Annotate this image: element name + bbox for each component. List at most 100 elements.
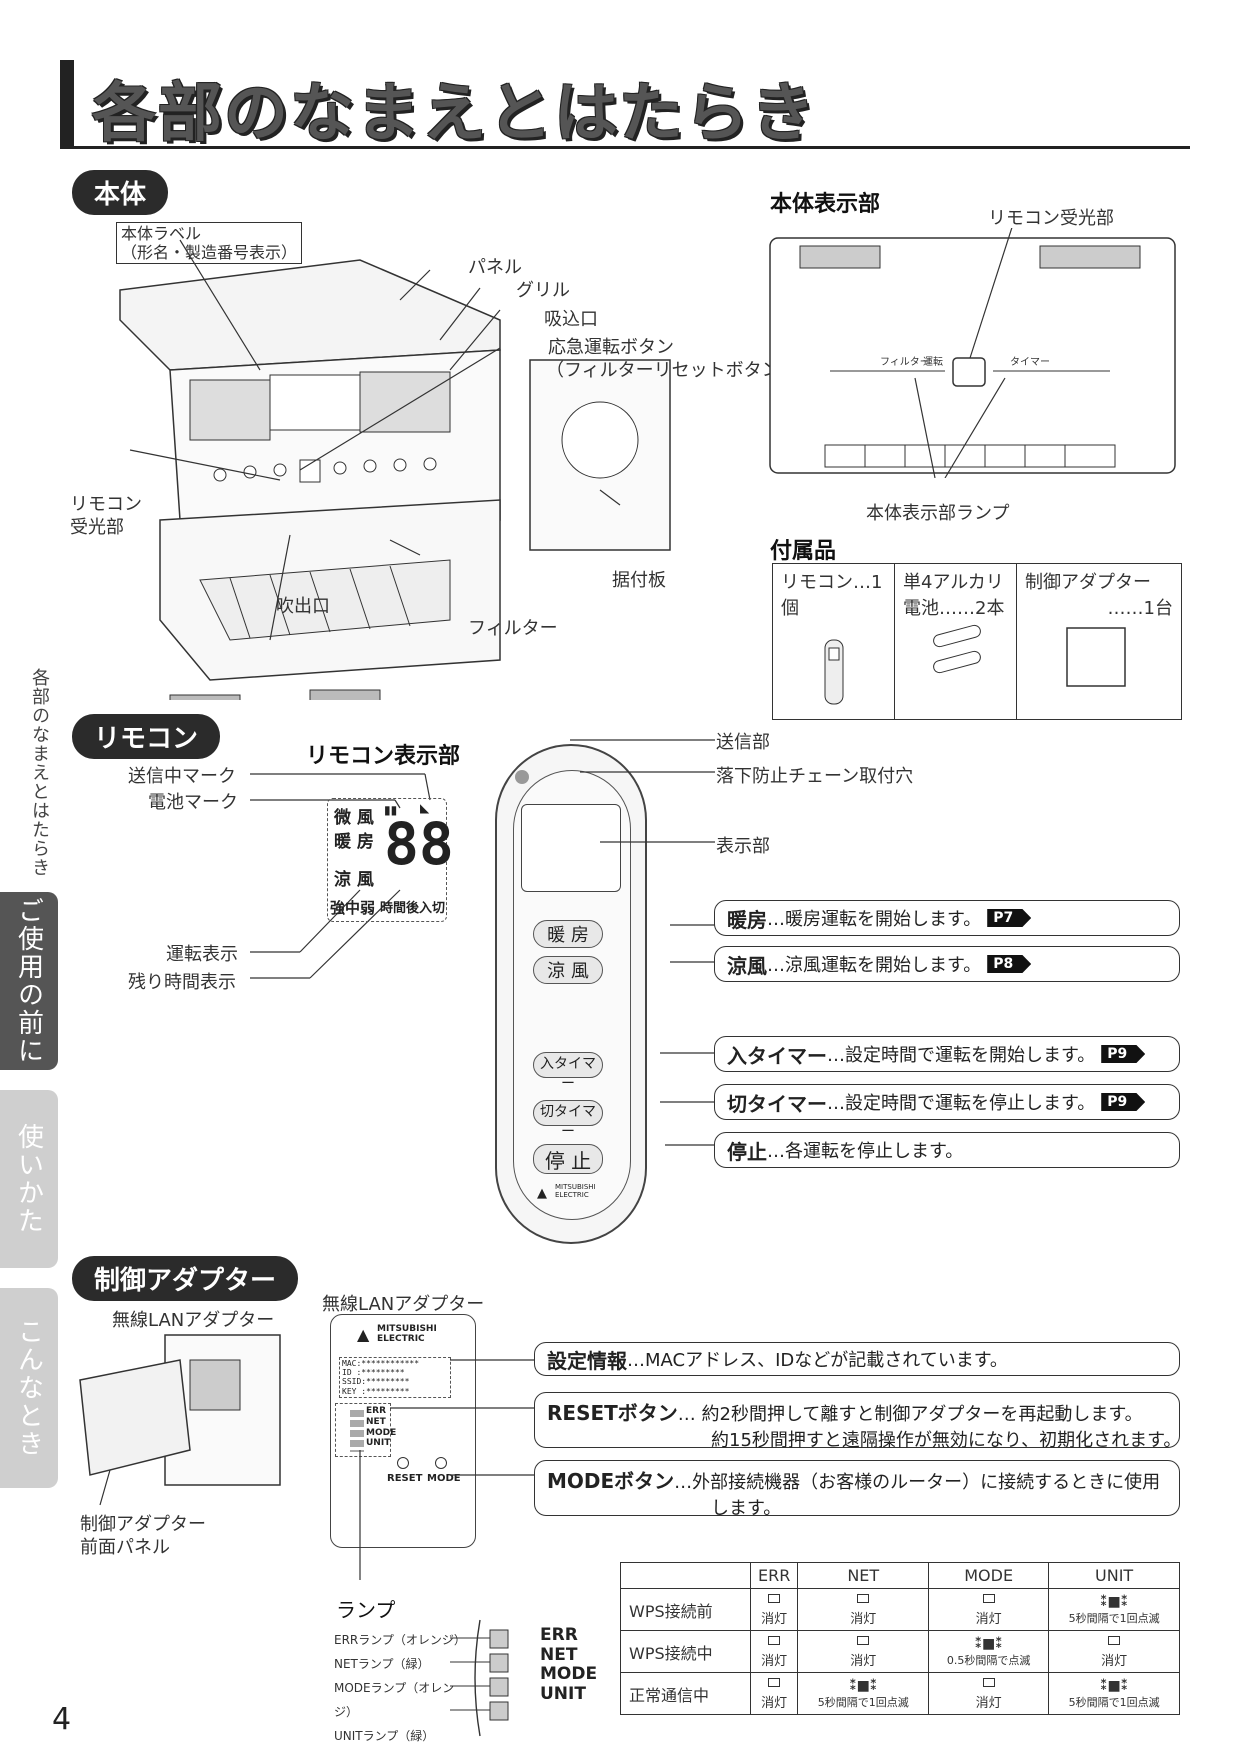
remote-body: 暖 房 涼 風 入タイマー 切タイマー 停 止 ▲ MITSUBISHI ELE… [495,744,647,1244]
tab-troubleshooting[interactable]: こんなとき [0,1288,58,1488]
adapter-leaders [359,1359,535,1580]
lamp-cell: 消灯 [928,1672,1050,1715]
label-mount-plate: 据付板 [612,570,666,591]
lamp-legend-labels: ERRランプ（オレンジ） NETランプ（緑） MODEランプ（オレンジ） UNI… [334,1633,466,1743]
remote-lcd: 微 風 暖 房 涼 風 ▮▮ ◣ 88 強中弱 時間後入切 [327,798,454,922]
lamp-cell: 消灯 [928,1588,1050,1631]
accessory-remote: リモコン…1個 [772,563,895,720]
label-wlan-adapter-left: 無線LANアダプター [112,1310,275,1331]
mode-label: MODE [427,1473,461,1484]
page-ref-on-timer[interactable]: P9 [1101,1045,1146,1063]
label-run-display: 運転表示 [166,944,238,965]
table-row: 正常通信中消灯⁑■⁑5秒間隔で1回点滅消灯⁑■⁑5秒間隔で1回点滅 [620,1672,1180,1715]
label-receiver-2: 受光部 [70,517,124,538]
section-main-unit: 本体 [72,170,169,215]
reset-button[interactable] [397,1457,409,1469]
table-header: MODE [928,1562,1050,1589]
tab-before-use[interactable]: ご使用の前に [0,892,58,1070]
callout-on-timer: 入タイマー…設定時間で運転を開始します。P9 [714,1036,1180,1072]
lcd-digits: 88 [384,810,454,878]
label-front-panel-2: 前面パネル [80,1537,170,1558]
lamp-blink-icon: ⁑■⁑ [1100,1593,1129,1610]
lamp-heading: ランプ [336,1598,396,1622]
remote-lcd-leaders [250,773,431,979]
table-row: WPS接続中消灯消灯⁑■⁑0.5秒間隔で点滅消灯 [620,1630,1180,1673]
remote-display-heading: リモコン表示部 [306,744,461,769]
lamp-off-icon [751,1592,797,1608]
label-emergency-button: 応急運転ボタン [548,337,674,358]
lamp-blink-icon: ⁑■⁑ [1100,1677,1129,1694]
sending-mark-icon: ◣ [420,801,430,815]
lamp-label-filter: フィルター [880,356,930,368]
label-receiver-1: リモコン [70,494,142,515]
mitsubishi-logo-icon: ▲ [357,1325,370,1344]
chain-hole [515,770,529,784]
label-panel: パネル [468,257,522,278]
tab-how-to-use[interactable]: 使いかた [0,1090,58,1268]
lamp-cell: ⁑■⁑0.5秒間隔で点滅 [928,1630,1050,1673]
label-remaining-time: 残り時間表示 [128,972,236,993]
lamp-blink-icon: ⁑■⁑ [974,1635,1003,1652]
lamp-label-timer: タイマー [1010,356,1050,368]
lamp-blink-icon: ⁑■⁑ [849,1677,878,1694]
lamp-label-run: 運転 [923,356,943,368]
mode-button[interactable] [435,1457,447,1469]
page-number: 4 [52,1702,72,1737]
table-header: ERR [749,1562,799,1589]
lamp-state-text: 消灯 [850,1612,877,1627]
label-remote-receiver: リモコン受光部 [988,208,1114,229]
off-timer-button[interactable]: 切タイマー [533,1100,603,1140]
reset-label: RESET [387,1473,423,1484]
callout-cool: 涼風…涼風運転を開始します。P8 [714,946,1180,982]
lamp-cell: 消灯 [1048,1630,1180,1673]
label-chain-hole: 落下防止チェーン取付穴 [716,766,914,787]
main-unit-illustration [119,239,671,700]
battery-icon [933,624,981,674]
page-ref-heat[interactable]: P7 [987,909,1032,927]
adapter-lamps [350,1410,364,1452]
wlan-adapter: ▲ MITSUBISHI ELECTRIC MAC:************ I… [330,1314,476,1548]
body-label-box: 本体ラベル （形名・製造番号表示） [116,222,303,265]
page-title: 各部のなまえとはたらき [92,77,817,151]
lamp-state-text: 消灯 [1101,1654,1128,1669]
lamp-cell: ⁑■⁑5秒間隔で1回点滅 [797,1672,930,1715]
section-remote: リモコン [72,714,221,759]
stop-button[interactable]: 停 止 [533,1144,603,1174]
lamp-state-text: 消灯 [761,1654,788,1669]
page-ref-cool[interactable]: P8 [987,955,1032,973]
adapter-brand: MITSUBISHI ELECTRIC [377,1324,437,1344]
table-header: UNIT [1048,1562,1180,1589]
adapter-icon [1066,627,1126,687]
lamp-state-text: 消灯 [761,1696,788,1711]
lamp-state-text: 消灯 [761,1612,788,1627]
label-sending-mark: 送信中マーク [128,766,236,787]
lamp-cell: 消灯 [749,1588,799,1631]
callout-mode: MODEボタン…外部接続機器（お客様のルーター）に接続するときに使用 します。 [534,1460,1180,1519]
cool-button[interactable]: 涼 風 [533,956,603,984]
lamp-cell: 消灯 [749,1672,799,1715]
remote-icon [824,639,844,705]
lamp-state-text: 5秒間隔で1回点滅 [1068,1695,1160,1709]
heat-button[interactable]: 暖 房 [533,920,603,948]
lamp-off-icon [798,1634,928,1650]
remote-display-window [521,804,621,892]
table-row: WPS接続前消灯消灯消灯⁑■⁑5秒間隔で1回点滅 [620,1588,1180,1631]
lamp-off-icon [929,1592,1048,1608]
row-state: WPS接続前 [620,1588,751,1631]
lamp-cell: ⁑■⁑5秒間隔で1回点滅 [1048,1588,1180,1631]
lamp-state-text: 5秒間隔で1回点滅 [817,1695,909,1709]
on-timer-button[interactable]: 入タイマー [533,1052,603,1092]
lamp-legend-tags: ERR NET MODE UNIT [540,1625,598,1704]
mitsubishi-logo-icon: ▲ [537,1186,547,1201]
section-adapter: 制御アダプター [72,1256,299,1301]
page-ref-off-timer[interactable]: P9 [1101,1093,1146,1111]
lamp-off-icon [751,1676,797,1692]
adapter-illustration [79,1334,281,1506]
remote-brand: MITSUBISHI ELECTRIC [555,1183,596,1199]
lamp-off-icon [798,1592,928,1608]
adapter-info-label: MAC:************ ID :********* SSID:****… [339,1357,451,1398]
lamp-state-text: 消灯 [975,1696,1002,1711]
lamp-cell: 消灯 [749,1630,799,1673]
label-battery-mark: 電池マーク [148,792,238,813]
callout-reset: RESETボタン… 約2秒間押して離すと制御アダプターを再起動します。 約15秒… [534,1392,1181,1451]
